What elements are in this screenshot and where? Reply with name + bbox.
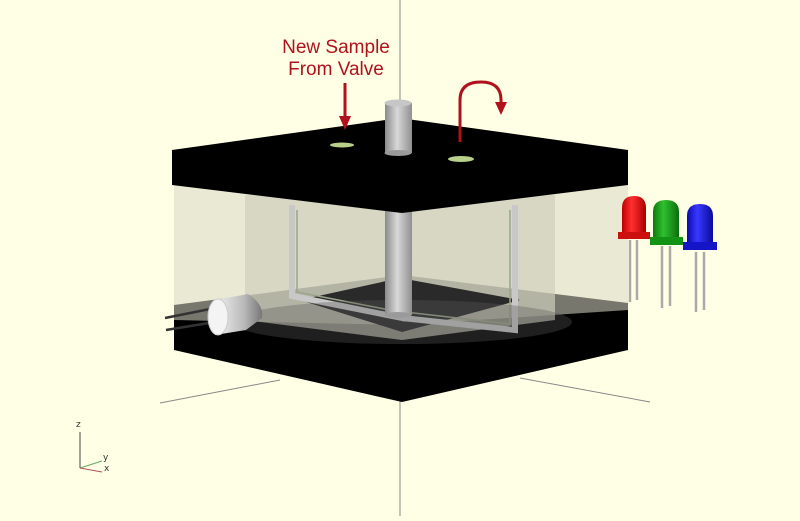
photodiode-sensor[interactable] — [164, 294, 263, 336]
annotation-line-2: From Valve — [288, 59, 384, 80]
outlet-arrow-icon — [458, 80, 507, 142]
axis-z-label: z — [76, 420, 81, 430]
rod-top — [384, 99, 412, 156]
axes-indicator — [79, 432, 103, 473]
center-rod — [384, 205, 412, 318]
led-red[interactable] — [618, 196, 650, 302]
annotation-label: New Sample From Valve — [268, 37, 404, 81]
inlet-port — [330, 142, 354, 148]
top-plate[interactable] — [172, 118, 628, 213]
axis-x-label: x — [104, 464, 110, 474]
axis-y-label: y — [103, 453, 109, 463]
outlet-port — [448, 156, 474, 162]
led-green[interactable] — [650, 200, 683, 308]
inlet-arrow-icon — [339, 83, 351, 130]
annotation-line-1: New Sample — [282, 37, 390, 58]
led-blue[interactable] — [683, 204, 717, 312]
